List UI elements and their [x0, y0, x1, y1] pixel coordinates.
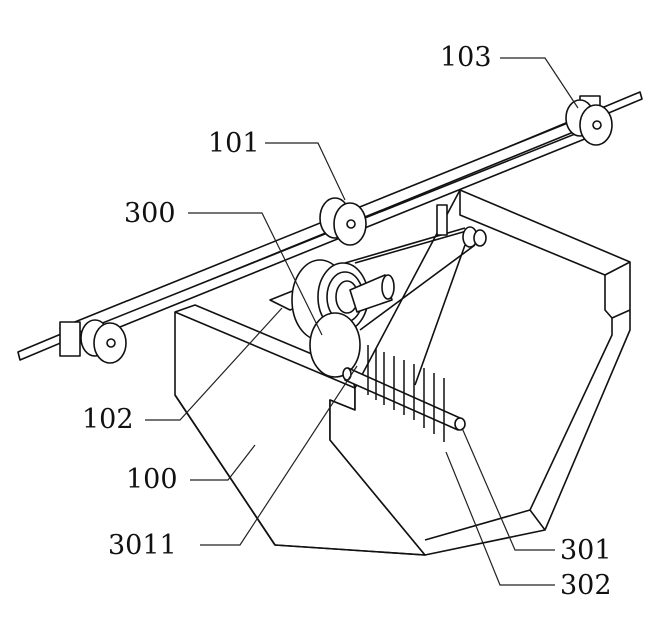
label-100: 100 — [126, 464, 178, 495]
label-301: 301 — [560, 535, 612, 566]
label-302: 302 — [560, 570, 612, 601]
label-101: 101 — [208, 128, 260, 159]
label-300: 300 — [124, 198, 176, 229]
hopper-100 — [174, 189, 631, 556]
wheels-103 — [80, 99, 613, 364]
label-102: 102 — [82, 404, 134, 435]
leader-lines — [145, 57, 579, 586]
motor-300 — [269, 204, 487, 386]
roller-101 — [319, 197, 367, 246]
bristles-302 — [367, 345, 445, 442]
brush-shaft-301 — [342, 345, 466, 442]
label-103: 103 — [440, 42, 492, 73]
label-3011: 3011 — [108, 530, 177, 561]
